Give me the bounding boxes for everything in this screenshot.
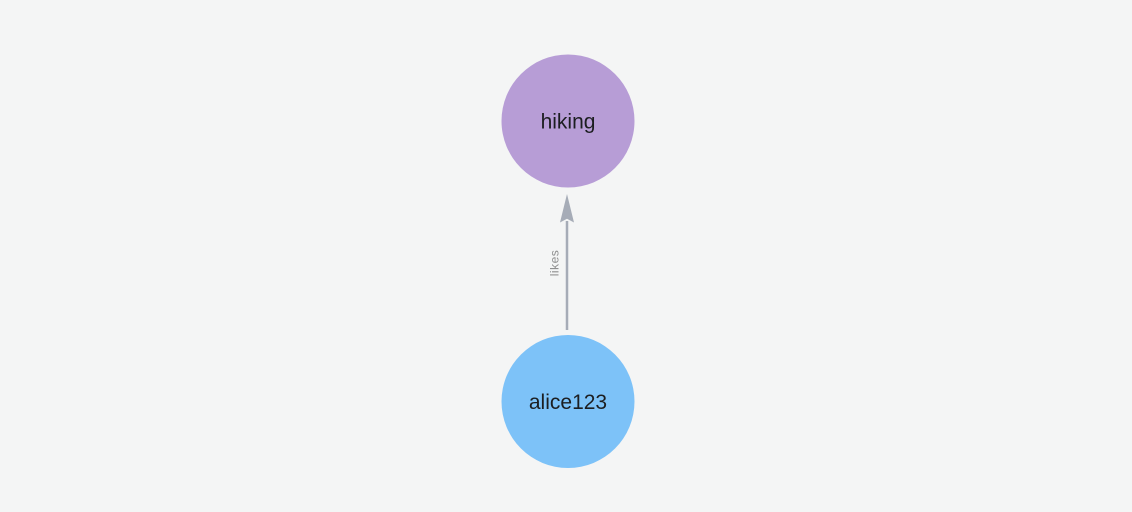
edge-likes-arrowhead xyxy=(560,194,574,223)
node-alice123-circle[interactable] xyxy=(501,335,635,468)
node-hiking-circle[interactable] xyxy=(501,54,635,188)
node-alice123[interactable]: alice123 xyxy=(501,335,635,468)
node-hiking[interactable]: hiking xyxy=(501,54,635,188)
